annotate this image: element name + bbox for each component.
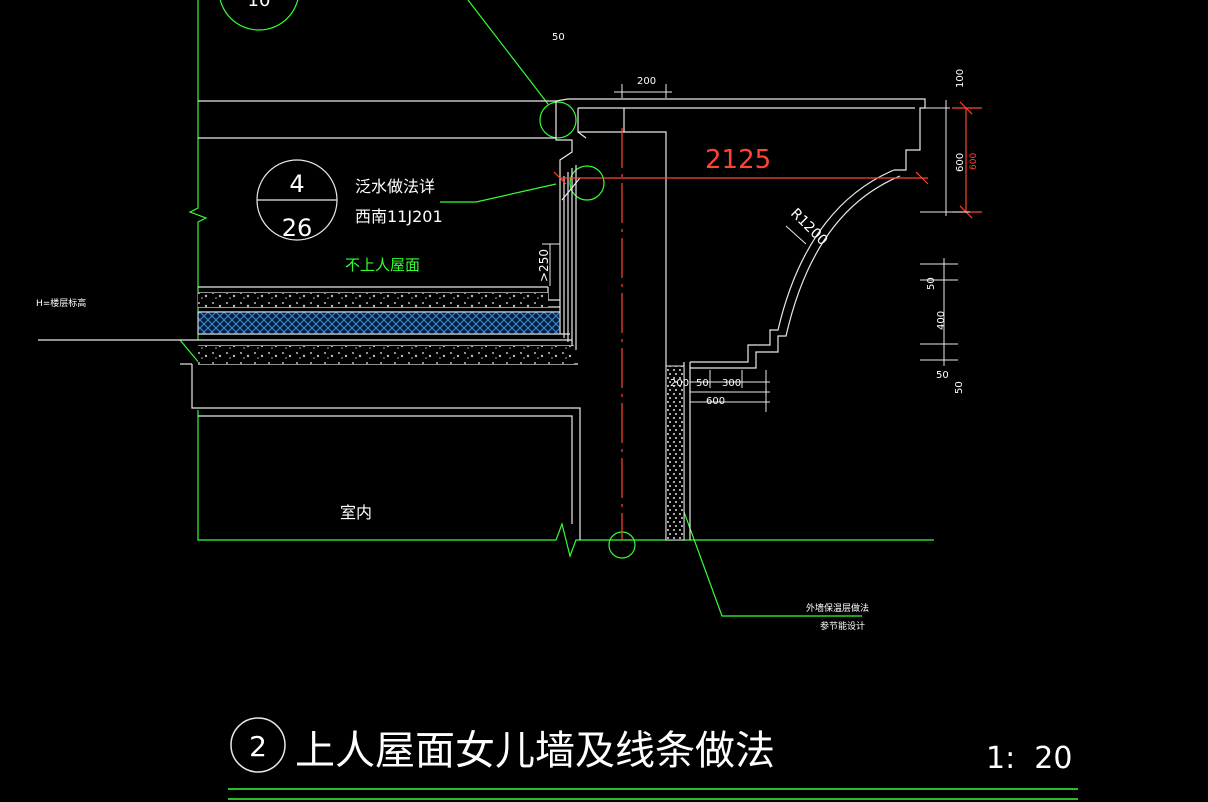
dim-bottom-50: 50 xyxy=(696,378,709,389)
indoor-label: 室内 xyxy=(340,503,372,522)
dim-top-50: 50 xyxy=(552,32,565,43)
insulation-note-line1: 外墙保温层做法 xyxy=(806,602,869,614)
insulation-board-layer xyxy=(197,311,561,335)
screed-layer xyxy=(198,346,574,364)
dim-bottom-600: 600 xyxy=(706,396,725,407)
gravel-layer xyxy=(198,293,548,307)
dim-span-2125: 2125 xyxy=(705,145,771,175)
red-linework xyxy=(553,101,982,540)
dim-right-600-white: 600 xyxy=(955,153,966,172)
height-note: H=楼层标高 xyxy=(36,297,86,309)
detail-number: 4 xyxy=(289,170,304,198)
drawing-scale: 1: 20 xyxy=(986,741,1072,776)
dim-top-200: 200 xyxy=(637,76,656,87)
title-block: 2 上人屋面女儿墙及线条做法 1: 20 xyxy=(228,717,1078,800)
roof-type-label: 不上人屋面 xyxy=(345,256,420,274)
dim-stack-50b: 50 xyxy=(936,370,949,381)
flashing-note-line1: 泛水做法详 xyxy=(355,177,435,196)
dim-right-600-red: 600 xyxy=(969,153,979,170)
insulation-note-line2: 参节能设计 xyxy=(820,620,865,632)
dim-radius: R1200 xyxy=(787,206,830,249)
green-linework xyxy=(179,0,934,617)
detail-callout: 4 26 xyxy=(256,159,338,242)
dim-stack-400: 400 xyxy=(936,311,947,330)
dim-right-100: 100 xyxy=(955,69,966,88)
dim-stack-50a: 50 xyxy=(926,277,937,290)
flashing-note-line2: 西南11J201 xyxy=(355,207,443,226)
title-number: 2 xyxy=(249,730,267,763)
detail-callout-top-number: 10 xyxy=(248,0,271,11)
sheet-number: 26 xyxy=(282,214,313,242)
dim-stack-50c: 50 xyxy=(954,381,965,394)
dim-bottom-200: 200 xyxy=(670,378,689,389)
dim-flash-250: >250 xyxy=(537,249,551,282)
white-dimensions xyxy=(542,84,970,412)
dim-bottom-300: 300 xyxy=(722,378,741,389)
wall-insulation xyxy=(665,365,685,541)
drawing-title: 上人屋面女儿墙及线条做法 xyxy=(295,728,775,774)
